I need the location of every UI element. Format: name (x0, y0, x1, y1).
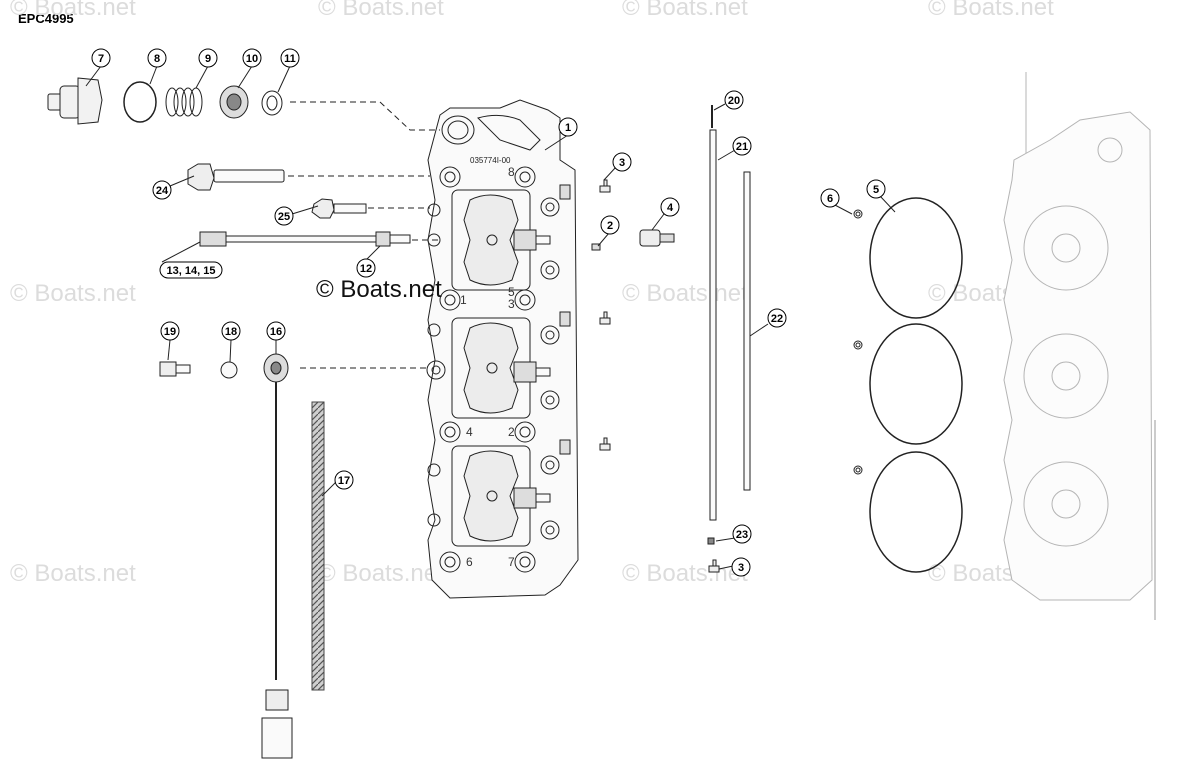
cylinder-mark: 5 (508, 285, 515, 299)
svg-text:2: 2 (607, 220, 613, 232)
callout-23: 23 (732, 524, 752, 544)
watermark: © Boats.net (318, 0, 444, 21)
cylinder-mark: 4 (466, 425, 473, 439)
svg-text:4: 4 (667, 202, 674, 214)
svg-text:7: 7 (98, 53, 104, 65)
svg-text:21: 21 (736, 141, 748, 153)
watermark: © Boats.net (318, 560, 444, 587)
callout-18: 18 (221, 321, 241, 341)
callout-3: 3 (612, 152, 632, 172)
reference-engine-block (1003, 72, 1156, 620)
svg-text:10: 10 (246, 53, 258, 65)
protective-sleeve (311, 401, 325, 691)
svg-text:23: 23 (736, 529, 748, 541)
callout-8: 8 (147, 48, 167, 68)
watermark: © Boats.net (10, 280, 136, 307)
callout-19: 19 (160, 321, 180, 341)
svg-text:20: 20 (728, 95, 740, 107)
callout-5: 5 (866, 179, 886, 199)
head-bolt-short (311, 198, 367, 219)
callout-leaders (85, 65, 896, 570)
callout-21: 21 (732, 136, 752, 156)
svg-text:6: 6 (827, 193, 833, 205)
watermark-main: © Boats.net (316, 276, 442, 303)
cylinder-mark: 2 (508, 425, 515, 439)
cylinder-mark: 8 (508, 165, 515, 179)
watermark: © Boats.net (10, 0, 136, 21)
svg-text:9: 9 (205, 53, 211, 65)
plug (591, 243, 601, 251)
watermark: © Boats.net (10, 560, 136, 587)
callout-22: 22 (767, 308, 787, 328)
callout-20: 20 (724, 90, 744, 110)
svg-text:3: 3 (738, 562, 744, 574)
cylinder-marks: 8 5 1 3 4 2 6 7 (460, 165, 515, 569)
knock-sensor-bolt (159, 361, 191, 377)
svg-text:11: 11 (284, 53, 296, 65)
thermostat-seal (261, 90, 283, 116)
head-gaskets (869, 197, 963, 573)
watermark: © Boats.net (622, 280, 748, 307)
callout-4: 4 (660, 197, 680, 217)
svg-text:3: 3 (619, 157, 625, 169)
callout-16: 16 (266, 321, 286, 341)
cylinder-mark: 3 (508, 297, 515, 311)
svg-text:24: 24 (156, 185, 169, 197)
callout-17: 17 (334, 470, 354, 490)
thermostat-cover (47, 77, 103, 125)
svg-text:18: 18 (225, 326, 237, 338)
diagram-code: EPC4995 (18, 11, 74, 26)
cylinder-mark: 7 (508, 555, 515, 569)
svg-text:22: 22 (771, 313, 783, 325)
hose (709, 129, 717, 521)
temperature-switch (639, 229, 675, 247)
svg-text:12: 12 (360, 263, 372, 275)
head-bolt-long (187, 163, 285, 191)
svg-text:8: 8 (154, 53, 160, 65)
callout-11: 11 (280, 48, 300, 68)
thermostat-gasket (123, 81, 157, 123)
leader-thermostat (290, 101, 440, 131)
cylinder-mark: 1 (460, 293, 467, 307)
callout-6: 6 (820, 188, 840, 208)
watermark: © Boats.net (622, 560, 748, 587)
hose-long (743, 171, 751, 491)
callout-13-14-15: 13, 14, 15 (159, 261, 223, 279)
watermark: © Boats.net (928, 0, 1054, 21)
svg-text:16: 16 (270, 326, 282, 338)
watermark: © Boats.net (622, 0, 748, 21)
callout-12: 12 (356, 258, 376, 278)
svg-text:19: 19 (164, 326, 176, 338)
thermostat (219, 85, 249, 119)
knock-sensor (261, 353, 293, 759)
casting-number: 035774I-00 (470, 156, 511, 165)
o-rings (853, 209, 863, 475)
callout-24: 24 (152, 180, 172, 200)
svg-text:17: 17 (338, 475, 350, 487)
cylinder-head (426, 99, 579, 599)
hose-clamp (707, 537, 715, 545)
cylinder-mark: 6 (466, 555, 473, 569)
knock-sensor-washer (220, 361, 238, 379)
callout-1: 1 (558, 117, 578, 137)
callout-7: 7 (91, 48, 111, 68)
svg-text:13, 14, 15: 13, 14, 15 (167, 265, 216, 277)
svg-text:1: 1 (565, 122, 571, 134)
callout-2: 2 (600, 215, 620, 235)
thermostat-spring (165, 87, 203, 117)
svg-text:5: 5 (873, 184, 879, 196)
svg-text:25: 25 (278, 211, 290, 223)
callout-3b: 3 (731, 557, 751, 577)
callout-25: 25 (274, 206, 294, 226)
callout-10: 10 (242, 48, 262, 68)
temperature-sensor (199, 231, 411, 247)
callout-9: 9 (198, 48, 218, 68)
